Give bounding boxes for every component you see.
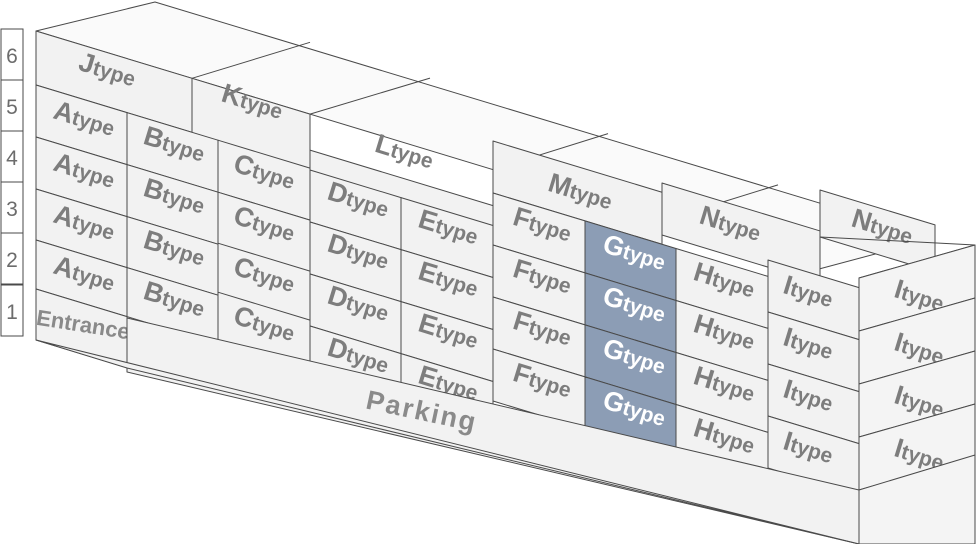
floor-number-2: 2 xyxy=(0,232,24,285)
floor-number-5: 5 xyxy=(0,79,24,132)
floor-number-box xyxy=(0,284,24,337)
parking-band xyxy=(126,317,860,544)
roof-divider xyxy=(191,41,311,79)
floor-number-1: 1 xyxy=(0,284,24,337)
floor-number-label: 2 xyxy=(6,249,18,272)
floor-number-label: 1 xyxy=(6,301,18,324)
ground-edge xyxy=(35,339,860,544)
floor-number-label: 4 xyxy=(6,147,18,170)
floor-number-6: 6 xyxy=(0,28,24,81)
floor-number-3: 3 xyxy=(0,181,24,234)
unit-label-B: Btype xyxy=(140,120,209,167)
floor-number-label: 6 xyxy=(6,45,18,68)
roof-divider xyxy=(309,77,431,115)
end-roof-edge xyxy=(819,236,976,246)
floor-number-label: 3 xyxy=(6,198,18,221)
floor-number-box xyxy=(0,232,24,285)
unit-label-M: Mtype xyxy=(545,167,617,215)
floor-number-4: 4 xyxy=(0,130,24,183)
floor-number-label: 5 xyxy=(6,96,18,119)
